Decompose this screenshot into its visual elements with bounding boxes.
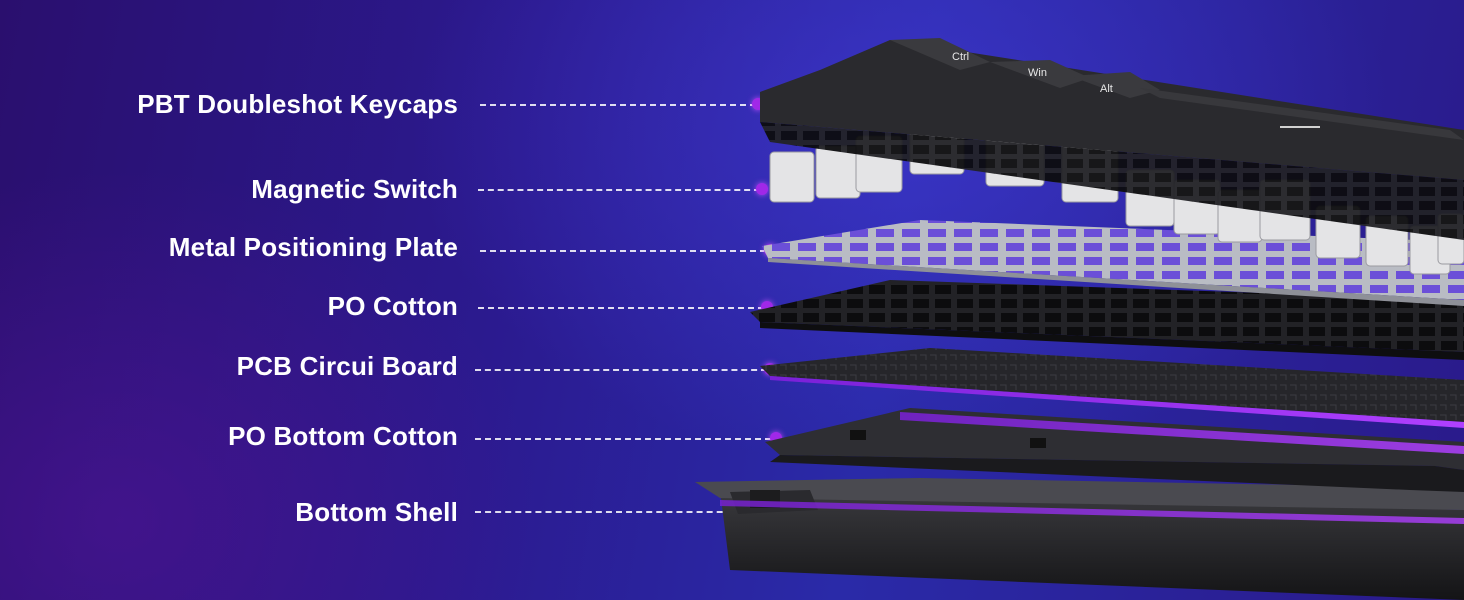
layer-label-plate: Metal Positioning Plate bbox=[168, 232, 458, 262]
layer-label-keycaps: PBT Doubleshot Keycaps bbox=[137, 89, 458, 119]
keycap-legend-win: Win bbox=[1028, 67, 1047, 79]
bottom-shell-layer bbox=[695, 478, 1464, 600]
keyboard-exploded-view: Ctrl Win Alt bbox=[695, 38, 1464, 600]
leader-line-keycaps bbox=[480, 104, 756, 106]
leader-line-plate bbox=[480, 250, 766, 252]
layer-label-bottom-cotton: PO Bottom Cotton bbox=[228, 421, 458, 451]
po-cotton-layer bbox=[750, 280, 1464, 360]
marker-dot-switch bbox=[756, 183, 768, 195]
leader-line-bottom-cotton bbox=[475, 438, 771, 440]
leader-line-po-cotton bbox=[478, 307, 764, 309]
po-bottom-cotton-layer bbox=[765, 408, 1464, 492]
keycaps-layer: Ctrl Win Alt bbox=[760, 38, 1464, 240]
keycap-legend-ctrl: Ctrl bbox=[952, 51, 969, 63]
layer-label-switch: Magnetic Switch bbox=[251, 174, 458, 204]
pcb-layer bbox=[760, 348, 1464, 428]
layer-label-po-cotton: PO Cotton bbox=[327, 291, 458, 321]
layer-label-bottom-shell: Bottom Shell bbox=[295, 497, 458, 527]
leader-line-switch bbox=[478, 189, 760, 191]
keycap-legend-alt: Alt bbox=[1100, 83, 1113, 95]
leader-line-bottom-shell bbox=[475, 511, 763, 513]
leader-line-pcb bbox=[475, 369, 767, 371]
layer-label-pcb: PCB Circui Board bbox=[236, 351, 458, 381]
